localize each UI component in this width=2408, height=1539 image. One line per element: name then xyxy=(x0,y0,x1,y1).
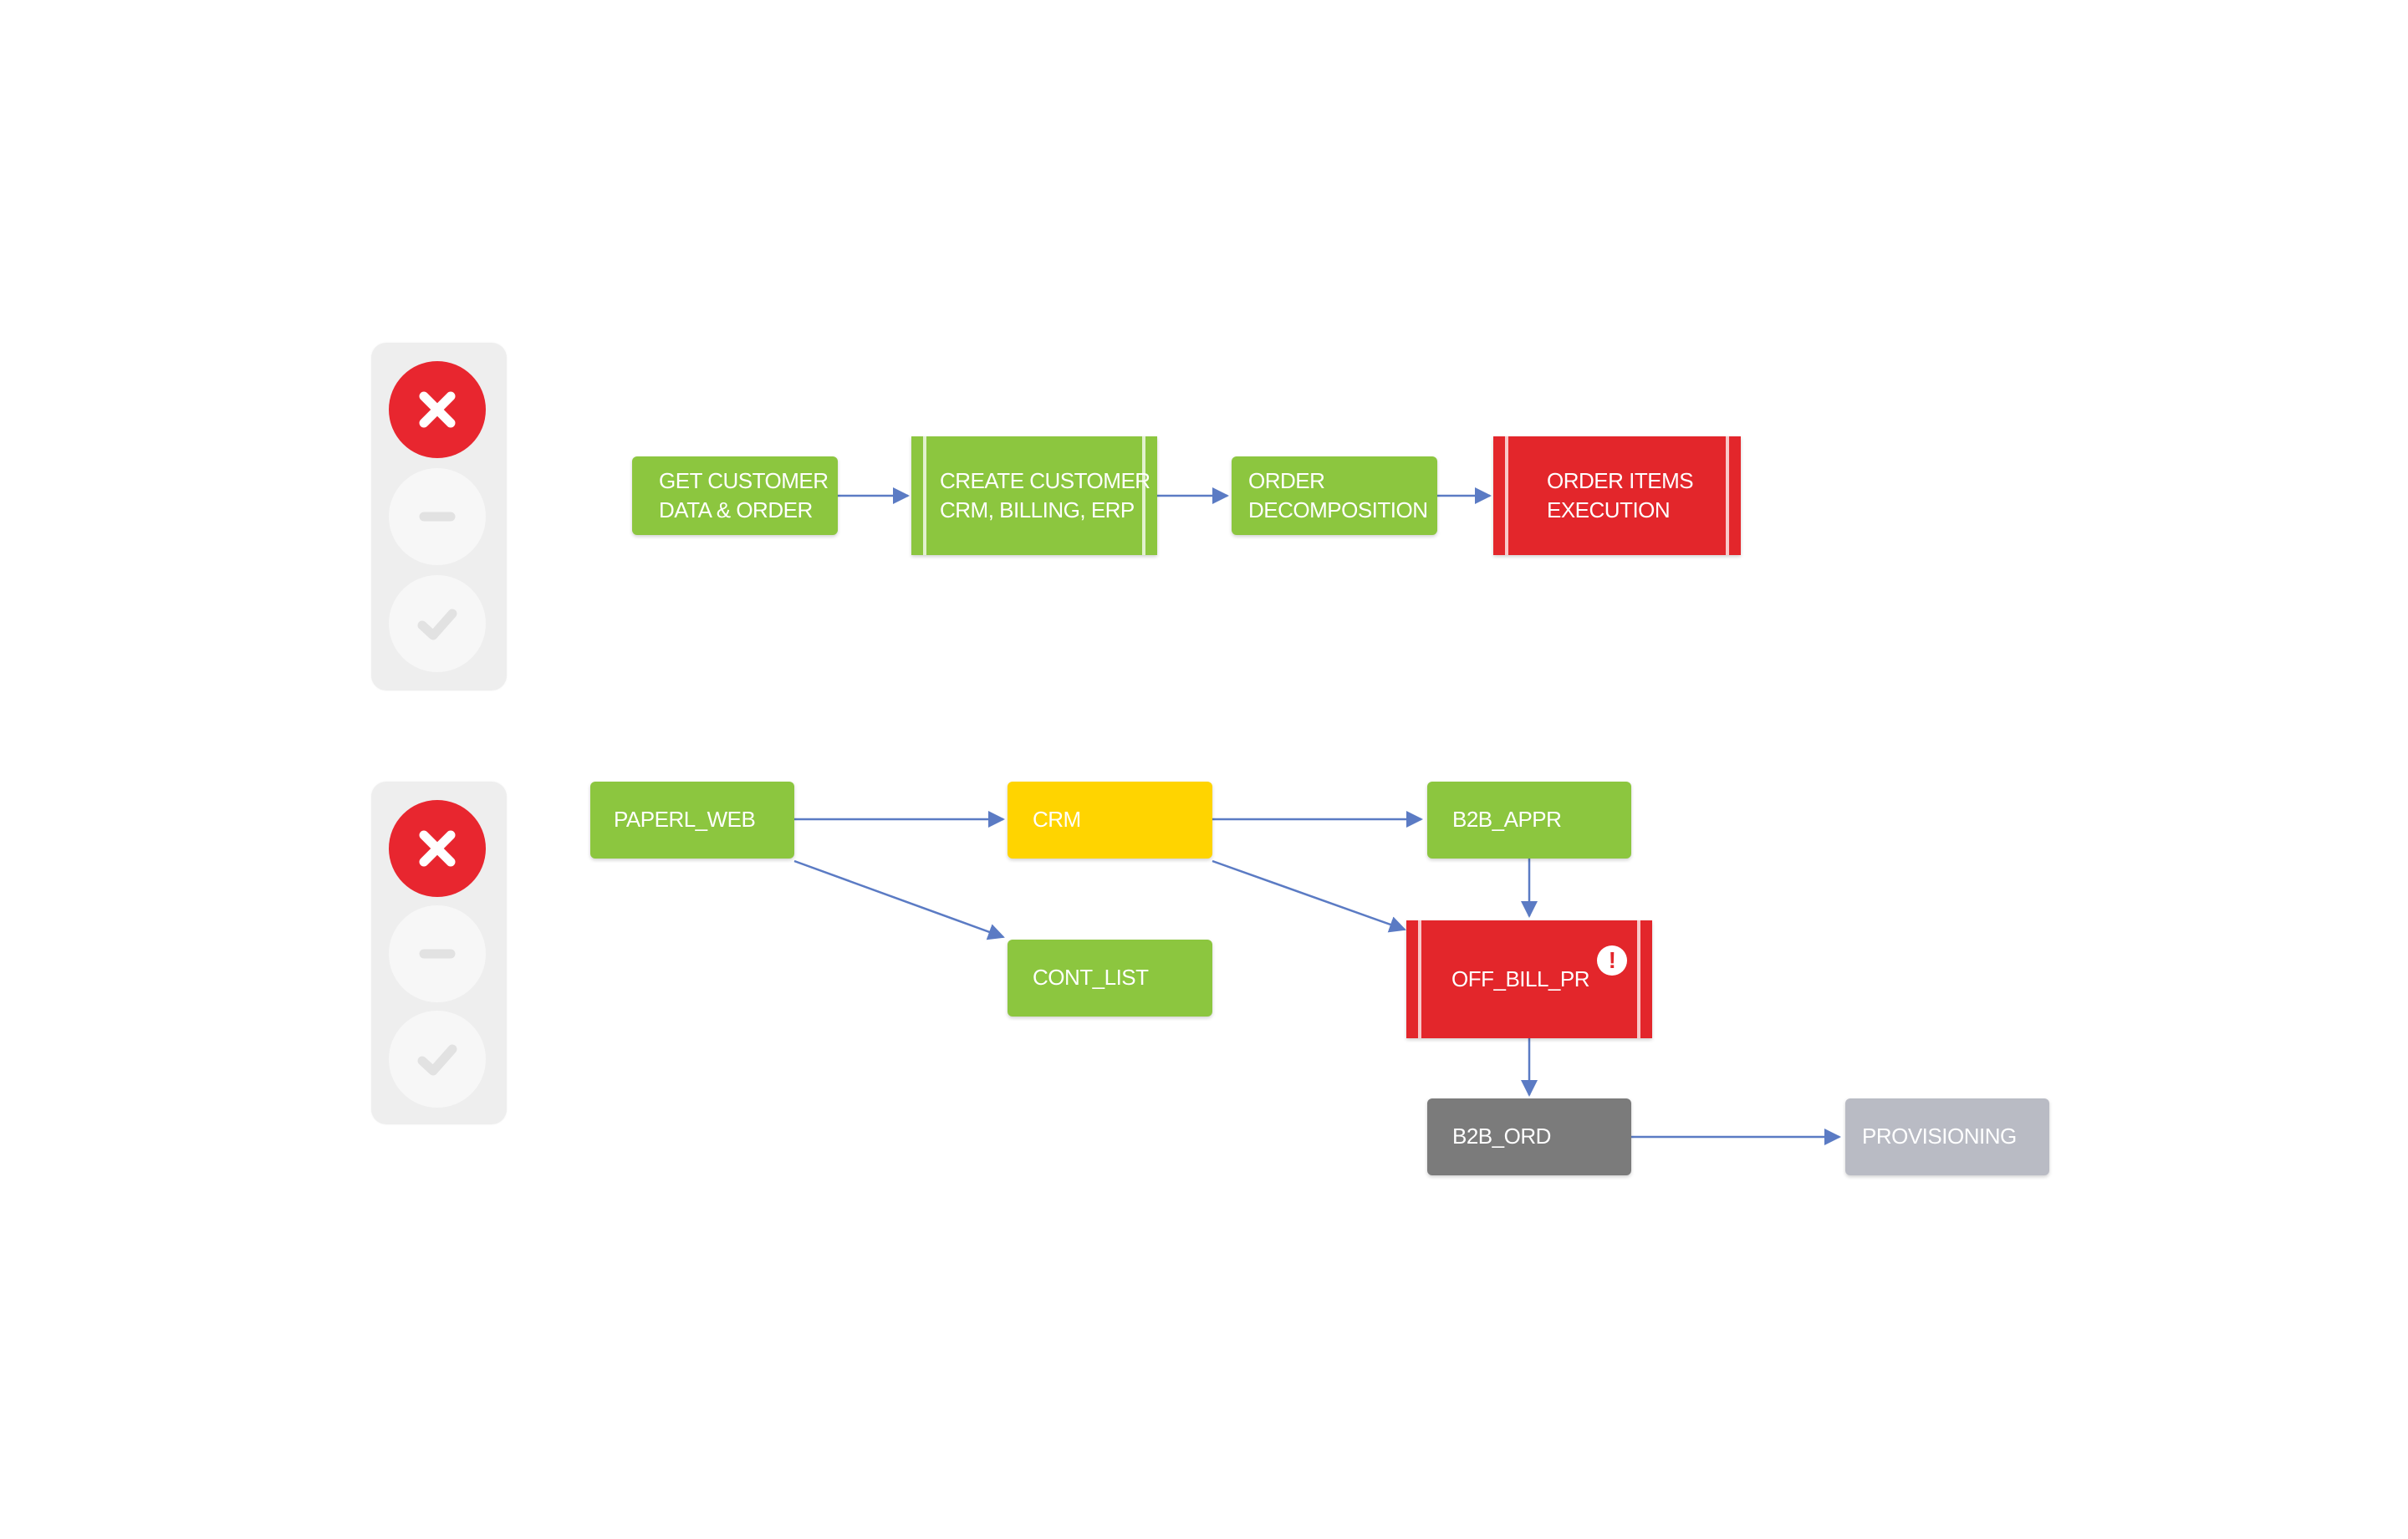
status-lamp-error xyxy=(389,800,486,897)
status-lamp-error xyxy=(389,361,486,458)
node-off-bill-pr[interactable]: OFF_BILL_PR ! xyxy=(1406,920,1652,1038)
node-label: ORDER DECOMPOSITION xyxy=(1248,467,1428,522)
node-label: OFF_BILL_PR xyxy=(1451,966,1590,991)
node-label: PAPERL_WEB xyxy=(614,807,756,833)
node-b2b-appr[interactable]: B2B_APPR xyxy=(1427,782,1631,859)
status-lamp-success xyxy=(389,1011,486,1108)
minus-icon xyxy=(419,949,456,959)
node-provisioning[interactable]: PROVISIONING xyxy=(1845,1098,2049,1175)
edge-paperl-to-contlist xyxy=(793,859,1005,940)
node-label: PROVISIONING xyxy=(1862,1124,2017,1149)
status-indicator-flow1 xyxy=(371,343,507,691)
status-lamp-success xyxy=(389,575,486,672)
exclamation-icon: ! xyxy=(1597,945,1627,976)
node-label: CONT_LIST xyxy=(1033,965,1149,991)
minus-icon xyxy=(419,512,456,522)
edge-crm-to-offbill xyxy=(1212,859,1406,933)
status-lamp-pending xyxy=(389,468,486,565)
node-create-customer[interactable]: CREATE CUSTOMER CRM, BILLING, ERP xyxy=(911,436,1157,555)
node-crm[interactable]: CRM xyxy=(1008,782,1212,859)
node-label: CREATE CUSTOMER CRM, BILLING, ERP xyxy=(940,467,1150,522)
node-label: GET CUSTOMER DATA & ORDER xyxy=(659,467,829,522)
close-icon xyxy=(419,830,456,867)
check-icon xyxy=(417,1044,457,1076)
close-icon xyxy=(419,391,456,428)
node-order-items-execution[interactable]: ORDER ITEMS EXECUTION xyxy=(1493,436,1741,555)
node-label: CRM xyxy=(1033,807,1081,833)
status-indicator-flow2 xyxy=(371,782,507,1124)
node-cont-list[interactable]: CONT_LIST xyxy=(1008,940,1212,1017)
status-lamp-pending xyxy=(389,905,486,1002)
node-label: B2B_APPR xyxy=(1452,807,1562,833)
node-order-decomposition[interactable]: ORDER DECOMPOSITION xyxy=(1232,456,1437,535)
node-paperl-web[interactable]: PAPERL_WEB xyxy=(590,782,794,859)
node-label: ORDER ITEMS EXECUTION xyxy=(1547,467,1694,522)
node-b2b-ord[interactable]: B2B_ORD xyxy=(1427,1098,1631,1175)
check-icon xyxy=(417,609,457,640)
node-label: B2B_ORD xyxy=(1452,1124,1551,1149)
node-get-customer[interactable]: GET CUSTOMER DATA & ORDER xyxy=(632,456,838,535)
